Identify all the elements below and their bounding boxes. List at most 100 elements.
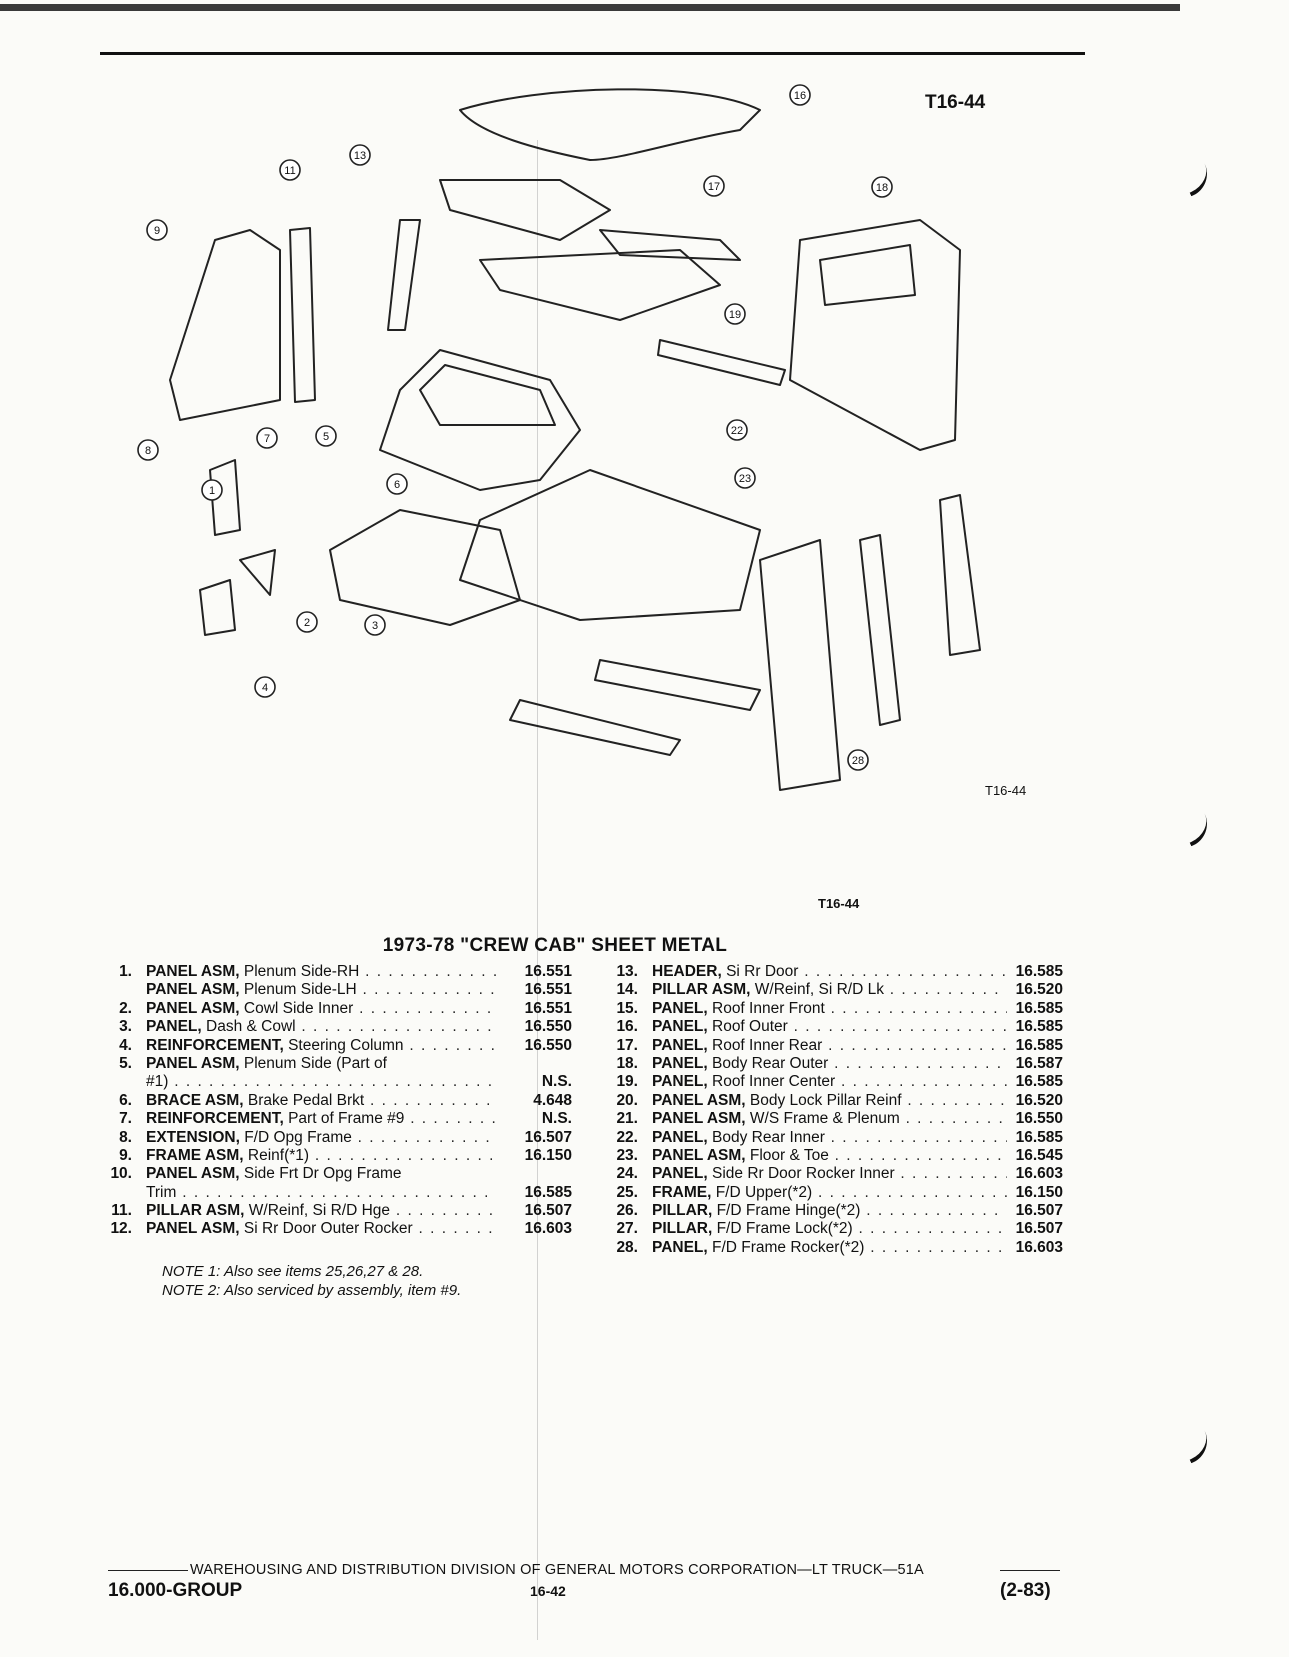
group-number: 16.550 bbox=[1015, 1110, 1063, 1128]
item-description: PANEL, Body Rear Outer . . . . . . . . .… bbox=[652, 1055, 1007, 1073]
part-name: PANEL, bbox=[652, 1054, 712, 1072]
footer-group: 16.000-GROUP bbox=[108, 1580, 243, 1601]
item-description: PANEL, Roof Outer . . . . . . . . . . . … bbox=[652, 1018, 1007, 1036]
item-description: PANEL ASM, Cowl Side Inner . . . . . . .… bbox=[146, 1000, 496, 1018]
part-name: PANEL ASM, bbox=[652, 1091, 750, 1109]
part-detail: Body Rear Inner bbox=[712, 1128, 825, 1146]
group-number: 16.507 bbox=[524, 1202, 572, 1220]
parts-list-row: 17.PANEL, Roof Inner Rear . . . . . . . … bbox=[608, 1037, 1063, 1055]
item-number: 4. bbox=[119, 1036, 132, 1054]
item-description: EXTENSION, F/D Opg Frame . . . . . . . .… bbox=[146, 1129, 496, 1147]
item-description: PANEL ASM, Plenum Side-LH . . . . . . . … bbox=[146, 981, 496, 999]
parts-list-row: 6.BRACE ASM, Brake Pedal Brkt . . . . . … bbox=[102, 1092, 572, 1110]
group-number: 16.551 bbox=[524, 963, 572, 980]
dot-leader: . . . . . . . . . . . . . . . . . . . . … bbox=[905, 1110, 1007, 1128]
dot-leader: . . . . . . . . . . . . . . . . . . . . … bbox=[301, 1018, 496, 1036]
right-lock-pillar bbox=[939, 494, 981, 656]
dash-and-cowl-panel bbox=[329, 509, 521, 626]
item-number: 2. bbox=[119, 999, 132, 1017]
group-number: 16.585 bbox=[1015, 1073, 1063, 1091]
part-detail: Cowl Side Inner bbox=[243, 999, 354, 1017]
part-detail: W/Reinf, Si R/D Hge bbox=[248, 1202, 391, 1220]
item-number: 16. bbox=[616, 1018, 638, 1036]
callout-1: 1 bbox=[201, 479, 223, 501]
item-number: 20. bbox=[616, 1091, 638, 1109]
callout-4: 4 bbox=[254, 676, 276, 698]
note-1: NOTE 1: Also see items 25,26,27 & 28. bbox=[162, 1263, 424, 1280]
callout-7: 7 bbox=[256, 427, 278, 449]
group-number: 16.585 bbox=[524, 1183, 572, 1201]
group-number: N.S. bbox=[541, 1110, 572, 1128]
parts-list-row: 4. REINFORCEMENT, Steering Column . . . .… bbox=[102, 1037, 572, 1055]
part-detail: F/D Frame Lock(*2) bbox=[716, 1220, 853, 1238]
steering-reinforcement bbox=[199, 579, 236, 636]
group-number: 16.585 bbox=[1015, 999, 1063, 1017]
part-name: PILLAR, bbox=[652, 1220, 717, 1238]
item-description: PANEL ASM, Plenum Side-RH . . . . . . . … bbox=[146, 963, 496, 981]
parts-list-row: 9. FRAME ASM, Reinf(*1) . . . . . . . . .… bbox=[102, 1147, 572, 1165]
part-detail: Roof Outer bbox=[712, 1018, 788, 1036]
parts-list-row: 20.PANEL ASM, Body Lock Pillar Reinf . .… bbox=[608, 1092, 1063, 1110]
callout-number: 2 bbox=[304, 617, 310, 629]
parts-list-row: 13.HEADER, Si Rr Door . . . . . . . . . … bbox=[608, 963, 1063, 981]
callout-number: 17 bbox=[708, 181, 720, 193]
item-description: PANEL, Body Rear Inner . . . . . . . . .… bbox=[652, 1129, 1007, 1147]
dot-leader: . . . . . . . . . . . . . . . . . . . . … bbox=[907, 1091, 1007, 1109]
dot-leader: . . . . . . . . . . . . . . . . . . . . … bbox=[362, 981, 496, 999]
binder-tick-mark bbox=[1181, 813, 1215, 847]
floor-and-toe-panel bbox=[459, 469, 761, 621]
group-number: 16.551 bbox=[524, 999, 572, 1017]
group-number: 16.507 bbox=[1015, 1202, 1063, 1220]
item-number: 5. bbox=[119, 1054, 132, 1072]
group-number: 16.603 bbox=[1015, 1238, 1063, 1256]
part-name: PANEL, bbox=[652, 1128, 712, 1146]
item-number: 26. bbox=[616, 1202, 638, 1220]
rocker-inner bbox=[509, 699, 681, 756]
callout-number: 13 bbox=[354, 150, 366, 162]
item-number: 24. bbox=[616, 1165, 638, 1183]
item-description: PANEL, Side Rr Door Rocker Inner . . . .… bbox=[652, 1165, 1007, 1183]
dot-leader: . . . . . . . . . . . . . . . . . . . . … bbox=[841, 1073, 1007, 1091]
part-detail: Trim bbox=[146, 1183, 177, 1201]
footer-date: (2-83) bbox=[1000, 1580, 1051, 1601]
group-number: 16.603 bbox=[1015, 1165, 1063, 1183]
item-description: #1) . . . . . . . . . . . . . . . . . . … bbox=[146, 1073, 496, 1091]
group-number: 16.587 bbox=[1015, 1054, 1063, 1072]
part-name: FRAME, bbox=[652, 1183, 716, 1201]
part-detail: Side Frt Dr Opg Frame bbox=[243, 1165, 402, 1183]
parts-list-row: 7.REINFORCEMENT, Part of Frame #9 . . . … bbox=[102, 1110, 572, 1128]
item-description: PANEL, Dash & Cowl . . . . . . . . . . .… bbox=[146, 1018, 496, 1036]
callout-23: 23 bbox=[734, 467, 756, 489]
page-fold-line bbox=[537, 140, 538, 1640]
section-title: 1973-78 "CREW CAB" SHEET METAL bbox=[382, 935, 728, 956]
parts-list-row: 8.EXTENSION, F/D Opg Frame . . . . . . .… bbox=[102, 1129, 572, 1147]
dot-leader: . . . . . . . . . . . . . . . . . . . . … bbox=[409, 1036, 496, 1054]
part-name: FRAME ASM, bbox=[146, 1146, 248, 1164]
item-description: PANEL, Roof Inner Rear . . . . . . . . .… bbox=[652, 1037, 1007, 1055]
item-number: 9. bbox=[119, 1146, 132, 1164]
item-number: 19. bbox=[616, 1073, 638, 1091]
group-number: 16.507 bbox=[1015, 1220, 1063, 1238]
dot-leader: . . . . . . . . . . . . . . . . . . . . … bbox=[830, 1128, 1007, 1146]
item-number: 15. bbox=[616, 999, 638, 1017]
item-description: REINFORCEMENT, Steering Column . . . . .… bbox=[146, 1037, 496, 1055]
callout-19: 19 bbox=[724, 303, 746, 325]
dot-leader: . . . . . . . . . . . . . . . . . . . . … bbox=[395, 1202, 496, 1220]
item-description: PANEL ASM, W/S Frame & Plenum . . . . . … bbox=[652, 1110, 1007, 1128]
callout-8: 8 bbox=[137, 439, 159, 461]
binder-tick-mark bbox=[1181, 163, 1215, 197]
part-detail: W/S Frame & Plenum bbox=[749, 1110, 900, 1128]
item-description: PILLAR ASM, W/Reinf, Si R/D Hge . . . . … bbox=[146, 1202, 496, 1220]
parts-list-row: 14.PILLAR ASM, W/Reinf, Si R/D Lk . . . … bbox=[608, 981, 1063, 999]
item-number: 18. bbox=[616, 1054, 638, 1072]
item-number: 21. bbox=[616, 1110, 638, 1128]
right-door-frame bbox=[759, 539, 841, 791]
item-description: FRAME, F/D Upper(*2) . . . . . . . . . .… bbox=[652, 1184, 1007, 1202]
parts-list-row: 3.PANEL, Dash & Cowl . . . . . . . . . .… bbox=[102, 1018, 572, 1036]
body-rear-inner-rail bbox=[657, 339, 786, 386]
part-name: PANEL ASM, bbox=[146, 1054, 244, 1072]
group-number: 16.585 bbox=[1015, 963, 1063, 980]
dot-leader: . . . . . . . . . . . . . . . . . . . . … bbox=[365, 963, 496, 980]
item-description: FRAME ASM, Reinf(*1) . . . . . . . . . .… bbox=[146, 1147, 496, 1165]
part-name: PILLAR, bbox=[652, 1202, 717, 1220]
